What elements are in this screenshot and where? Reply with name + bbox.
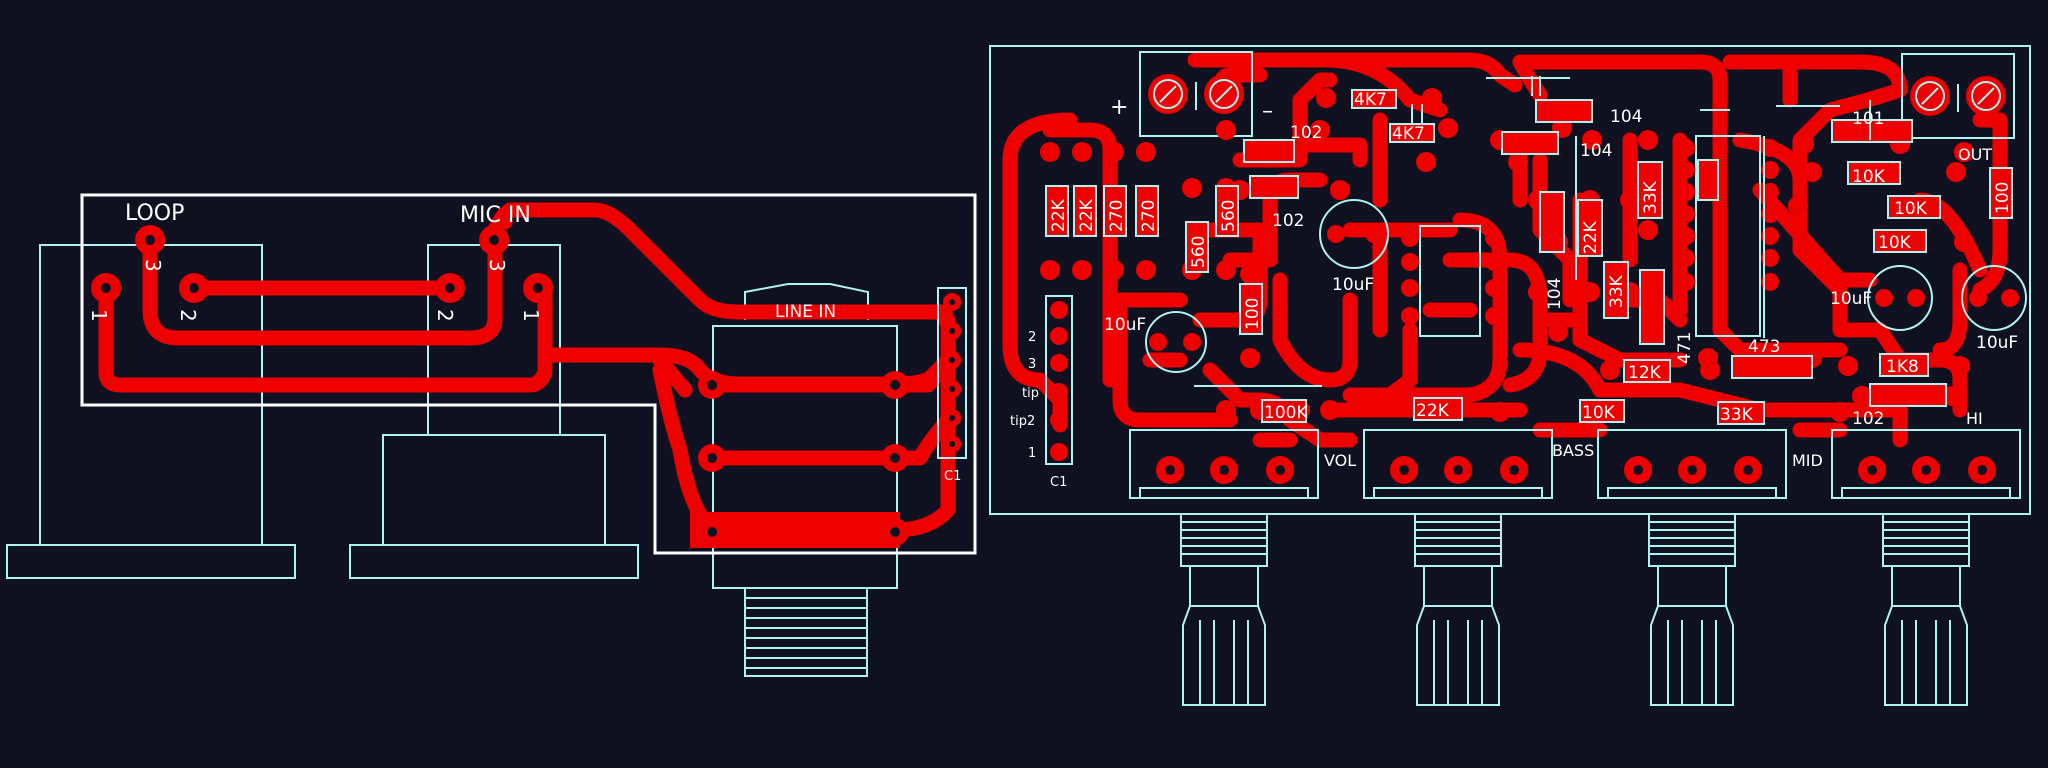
- label-12k: 12K: [1628, 363, 1662, 383]
- label-33k-b: 33K: [1607, 274, 1627, 308]
- label-22k-c: 22K: [1581, 220, 1601, 254]
- electrolytic-cap-d: [1961, 265, 2027, 331]
- label-100-b: 100: [1993, 182, 2013, 214]
- out-label: OUT: [1958, 145, 1992, 164]
- label-10k-a: 10K: [1852, 167, 1886, 187]
- pot-mid: [1597, 429, 1787, 499]
- label-10k-b: 10K: [1894, 199, 1928, 219]
- label-10k-c: 10K: [1878, 233, 1912, 253]
- line-in-label: LINE IN: [775, 302, 836, 322]
- label-10k-d: 10K: [1582, 403, 1616, 423]
- label-10uf-b: 10uF: [1332, 275, 1374, 295]
- ic-1: [1401, 225, 1503, 337]
- label-104-b: 104: [1580, 141, 1612, 161]
- pot-shaft-vol: [1180, 513, 1268, 706]
- label-473: 473: [1748, 337, 1780, 357]
- left-board-traces: [98, 202, 956, 548]
- label-4k7-a: 4K7: [1354, 90, 1387, 110]
- label-22k-a: 22K: [1049, 198, 1069, 232]
- c1-header-left: [937, 287, 967, 459]
- c1-label-left: C1: [944, 469, 961, 484]
- loop-label: LOOP: [125, 201, 184, 226]
- label-104-c: 104: [1545, 278, 1565, 310]
- vol-label: VOL: [1324, 451, 1356, 470]
- label-1k8: 1K8: [1886, 357, 1919, 377]
- electrolytic-cap-a: [1145, 311, 1207, 373]
- plus-label: +: [1110, 95, 1128, 120]
- mid-label: MID: [1792, 451, 1823, 470]
- c1-pin1-label: 1: [1028, 446, 1036, 461]
- left-board-outline: [80, 193, 977, 555]
- output-terminal: [1901, 53, 2015, 139]
- right-board-outline: [989, 45, 2031, 515]
- pot-hi: [1831, 429, 2021, 499]
- right-board-labels: + – OUT VOL BASS MID HI C1 2 3 tip tip2 …: [1010, 95, 1992, 490]
- component-bodies: [1045, 89, 2013, 425]
- component-labels: 4K7 4K7 102 102 102 104 104 104 22K 22K …: [1049, 90, 2018, 429]
- c1-tip2-label: tip2: [1010, 414, 1035, 429]
- label-270-a: 270: [1107, 200, 1127, 232]
- pot-shaft-bass: [1414, 513, 1502, 706]
- label-102-c: 102: [1852, 409, 1884, 429]
- c1-tip-label: tip: [1022, 386, 1039, 401]
- label-33k-a: 33K: [1641, 180, 1661, 214]
- pot-bass: [1363, 429, 1553, 499]
- label-10uf-c: 10uF: [1830, 289, 1872, 309]
- ic-2: [1677, 135, 1779, 337]
- pot-shaft-hi: [1882, 513, 1970, 706]
- c1-pin3-label: 3: [1028, 357, 1036, 372]
- label-100-a: 100: [1243, 298, 1263, 330]
- label-33k-c: 33K: [1720, 405, 1754, 425]
- mic-pin3-label: 3: [485, 259, 509, 272]
- label-560-a: 560: [1189, 236, 1209, 268]
- c1-header-right: [1045, 295, 1073, 465]
- silk-lines: [1194, 76, 1871, 387]
- mic-pin1-label: 1: [519, 309, 543, 322]
- label-102-b: 102: [1272, 211, 1304, 231]
- mic-in-label: MIC IN: [460, 203, 531, 228]
- loop-pin1-label: 1: [87, 309, 111, 322]
- hi-label: HI: [1966, 409, 1983, 428]
- c1-label-right: C1: [1050, 475, 1067, 490]
- line-jack-outline: [712, 283, 898, 677]
- mic-pin2-label: 2: [433, 309, 457, 322]
- electrolytic-cap-c: [1867, 265, 1933, 331]
- label-270-b: 270: [1139, 200, 1159, 232]
- label-10uf-a: 10uF: [1104, 315, 1146, 335]
- electrolytic-cap-b: [1319, 199, 1389, 269]
- label-100k: 100K: [1264, 403, 1308, 423]
- loop-pin3-label: 3: [141, 259, 165, 272]
- left-board-pads: [91, 225, 909, 546]
- bass-label: BASS: [1552, 441, 1594, 460]
- right-board: + – OUT VOL BASS MID HI C1 2 3 tip tip2 …: [989, 45, 2031, 706]
- label-22k-b: 22K: [1077, 198, 1097, 232]
- label-10uf-d: 10uF: [1976, 333, 2018, 353]
- left-board: LOOP MIC IN LINE IN C1 3 1 2 3 2 1: [6, 193, 977, 677]
- label-104-a: 104: [1610, 107, 1642, 127]
- pot-vol: [1129, 429, 1319, 499]
- c1-pin2-label: 2: [1028, 330, 1036, 345]
- label-4k7-b: 4K7: [1392, 124, 1425, 144]
- loop-pin2-label: 2: [176, 309, 200, 322]
- label-560-b: 560: [1219, 200, 1239, 232]
- pot-shaft-mid: [1648, 513, 1736, 706]
- power-terminal: [1139, 51, 1253, 137]
- label-22k-d: 22K: [1416, 401, 1450, 421]
- minus-label: –: [1262, 99, 1273, 124]
- label-102-a: 102: [1290, 123, 1322, 143]
- label-101: 101: [1852, 109, 1884, 129]
- right-board-traces: [1002, 52, 2008, 448]
- label-471: 471: [1675, 332, 1695, 364]
